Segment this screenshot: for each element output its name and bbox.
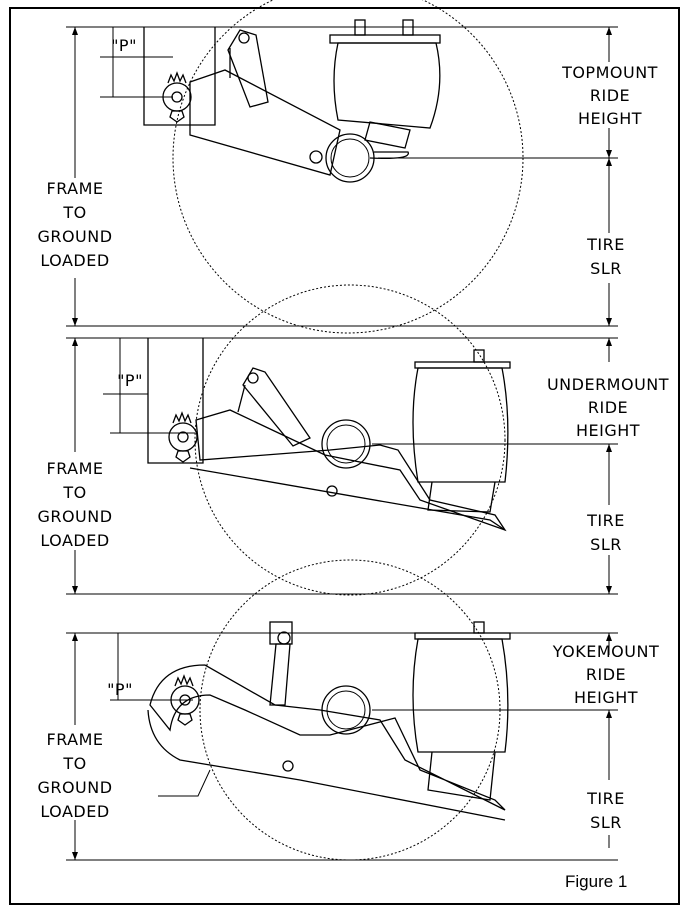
left-label-line-1: FRAME xyxy=(46,730,103,749)
shock-absorber xyxy=(269,643,291,706)
ride-height-label-line-3: HEIGHT xyxy=(574,688,638,707)
figure-caption: Figure 1 xyxy=(565,872,627,891)
tire-label-line-2: SLR xyxy=(590,813,622,832)
undermount-diagram: "P" FRAME TO GROUND LOADED UNDERMOUNT RI… xyxy=(37,284,669,596)
trailing-arm xyxy=(195,409,507,532)
yokemount-diagram: "P" FRAME TO GROUND LOADED YOKEMOUNT RID… xyxy=(37,559,659,861)
shock-absorber xyxy=(227,29,269,108)
alignment-cam xyxy=(174,674,194,687)
left-label-line-3: GROUND xyxy=(37,507,112,526)
left-label-line-2: TO xyxy=(62,203,86,222)
left-label-line-4: LOADED xyxy=(40,802,109,821)
tire-label-line-2: SLR xyxy=(590,535,622,554)
left-label-line-3: GROUND xyxy=(37,227,112,246)
ride-height-label-line-1: TOPMOUNT xyxy=(561,63,658,82)
ride-height-label-line-1: YOKEMOUNT xyxy=(552,642,659,661)
air-spring xyxy=(333,42,441,129)
left-label-line-4: LOADED xyxy=(40,251,109,270)
p-label: "P" xyxy=(107,680,133,699)
p-label: "P" xyxy=(111,36,137,55)
left-label-line-3: GROUND xyxy=(37,778,112,797)
hanger-bracket xyxy=(143,27,216,126)
tire-label-line-1: TIRE xyxy=(586,511,625,530)
hanger-bracket xyxy=(147,338,204,464)
ride-height-label-line-2: RIDE xyxy=(588,398,628,417)
tire-outline xyxy=(194,284,506,596)
left-label-line-1: FRAME xyxy=(46,179,103,198)
p-label: "P" xyxy=(117,371,143,390)
figure-border xyxy=(9,7,680,905)
tire-label-line-1: TIRE xyxy=(586,235,625,254)
axle xyxy=(321,685,371,735)
left-label-line-1: FRAME xyxy=(46,459,103,478)
air-spring xyxy=(412,638,509,753)
left-label-line-4: LOADED xyxy=(40,531,109,550)
air-spring-plate xyxy=(414,632,511,640)
tire-outline xyxy=(172,0,524,334)
shock-absorber xyxy=(242,367,311,447)
air-spring xyxy=(412,367,509,483)
left-label-line-2: TO xyxy=(62,483,86,502)
left-label-line-2: TO xyxy=(62,754,86,773)
ride-height-label-line-1: UNDERMOUNT xyxy=(547,375,669,394)
ride-height-label-line-3: HEIGHT xyxy=(576,421,640,440)
ride-height-label-line-3: HEIGHT xyxy=(578,109,642,128)
pivot-bushing xyxy=(168,422,198,452)
tire-label-line-1: TIRE xyxy=(586,789,625,808)
tire-label-line-2: SLR xyxy=(590,259,622,278)
ride-height-label-line-2: RIDE xyxy=(586,665,626,684)
yoke-arm xyxy=(149,664,506,811)
axle xyxy=(321,419,371,469)
ride-height-label-line-2: RIDE xyxy=(590,86,630,105)
alignment-cam xyxy=(172,411,192,424)
air-spring-plate xyxy=(329,34,441,44)
topmount-diagram: "P" FRAME TO GROUND LOADED TOPMOUNT RIDE… xyxy=(37,0,658,334)
trailing-arm xyxy=(189,69,341,176)
alignment-cam xyxy=(167,71,187,84)
air-spring-plate xyxy=(414,361,511,369)
